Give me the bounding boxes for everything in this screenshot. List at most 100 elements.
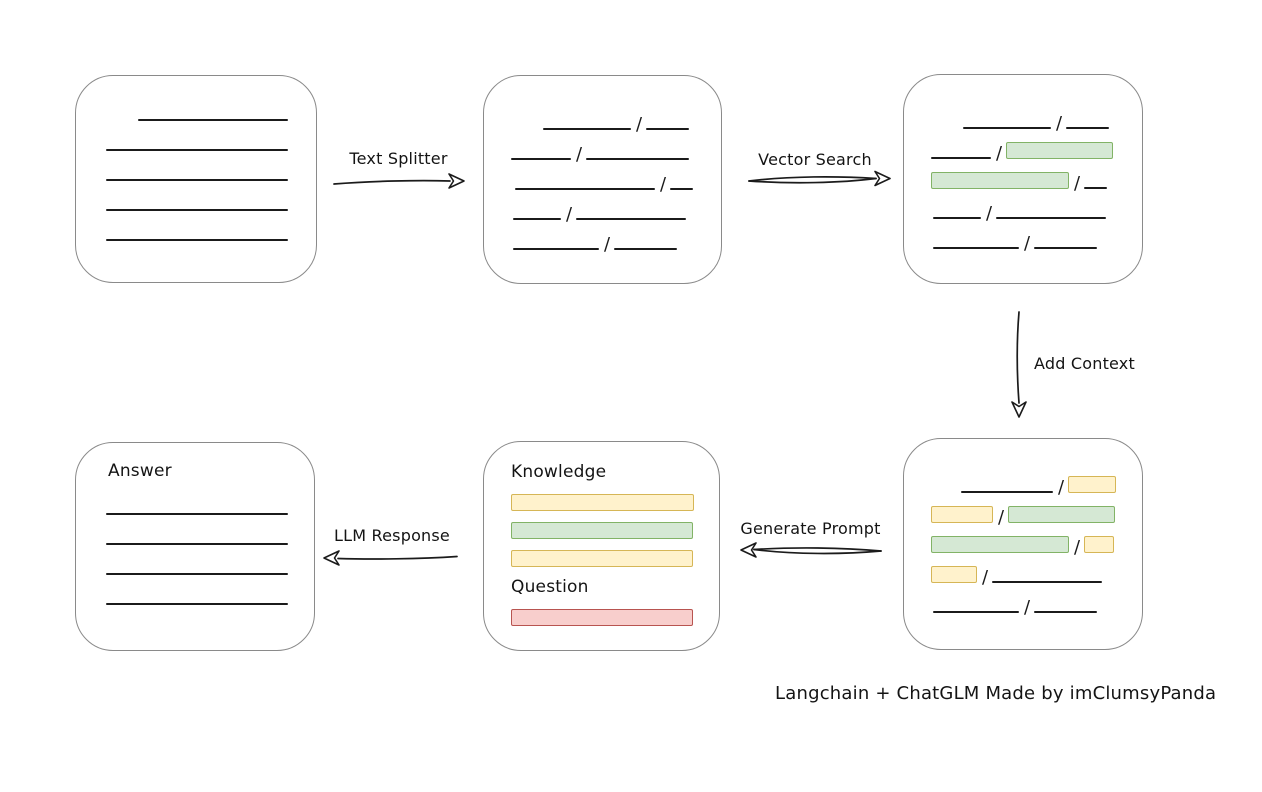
yellow-highlight-chunk — [1068, 476, 1117, 493]
yellow-bar — [511, 550, 693, 567]
add-context-label: Add Context — [1034, 354, 1135, 373]
chunk-row: / — [513, 231, 721, 254]
text-line — [961, 491, 1053, 493]
chunk-row — [106, 526, 314, 545]
text-line — [106, 209, 288, 211]
generate-prompt-label: Generate Prompt — [740, 519, 881, 538]
answer-lines — [76, 481, 314, 605]
chunk-row — [106, 496, 314, 515]
chunk-row — [106, 556, 314, 575]
text-line — [1066, 127, 1110, 129]
chunk-row: / — [513, 201, 721, 225]
slash-separator: / — [1058, 477, 1065, 498]
text-line — [106, 543, 288, 545]
knowledge-bars — [484, 494, 719, 567]
text-line — [614, 248, 678, 250]
split-chunk-lines: / / / / / — [484, 76, 721, 254]
slash-separator: / — [1074, 173, 1081, 194]
text-line — [1034, 611, 1098, 613]
generate-prompt-arrow — [740, 542, 882, 558]
question-bars — [484, 609, 719, 626]
chunk-row: / — [933, 200, 1142, 224]
text-line — [933, 217, 981, 219]
text-splitter-label: Text Splitter — [349, 149, 448, 168]
slash-separator: / — [986, 203, 993, 224]
green-highlight-chunk — [1006, 142, 1114, 159]
yellow-bar — [511, 494, 694, 511]
text-line — [586, 158, 690, 160]
text-line — [963, 127, 1051, 129]
green-bar — [511, 522, 693, 539]
matched-chunk-lines: / / / / / — [904, 75, 1142, 254]
document-lines — [76, 76, 316, 241]
yellow-highlight-chunk — [931, 506, 993, 523]
chunk-row — [106, 192, 316, 211]
vector-search-result-box: / / / / / — [903, 74, 1143, 284]
text-line — [138, 119, 288, 121]
vector-search-arrow — [748, 170, 891, 187]
chunk-row: / — [931, 504, 1142, 528]
chunk-row: / — [963, 110, 1142, 134]
chunk-row — [138, 102, 316, 121]
chunk-row: / — [933, 230, 1142, 254]
slash-separator: / — [576, 144, 583, 165]
prompt-box: Knowledge Question — [483, 441, 720, 651]
chunk-row: / — [931, 140, 1142, 164]
text-line — [106, 239, 288, 241]
context-box: / / / / / — [903, 438, 1143, 650]
document-box — [75, 75, 317, 283]
green-highlight-chunk — [1008, 506, 1116, 523]
text-line — [576, 218, 687, 220]
slash-separator: / — [998, 507, 1005, 528]
question-label: Question — [511, 577, 589, 597]
vector-search-label: Vector Search — [758, 150, 872, 169]
chunk-row: / — [515, 171, 721, 195]
slash-separator: / — [636, 114, 643, 135]
green-highlight-chunk — [931, 536, 1069, 553]
slash-separator: / — [566, 204, 573, 225]
chunk-row: / — [933, 594, 1142, 617]
answer-box: Answer — [75, 442, 315, 651]
answer-label: Answer — [108, 461, 172, 481]
text-line — [106, 149, 288, 151]
llm-response-arrow — [323, 550, 458, 566]
text-line — [106, 179, 288, 181]
yellow-highlight-chunk — [1084, 536, 1115, 553]
chunk-row: / — [931, 534, 1142, 557]
slash-separator: / — [982, 567, 989, 588]
slash-separator: / — [1056, 113, 1063, 134]
red-bar — [511, 609, 693, 626]
slash-separator: / — [996, 143, 1003, 164]
text-line — [931, 157, 991, 159]
chunk-row — [106, 222, 316, 241]
text-line — [515, 188, 655, 190]
text-line — [1084, 187, 1108, 189]
chunk-row: / — [961, 474, 1142, 498]
chunk-row: / — [543, 111, 721, 135]
text-line — [933, 611, 1019, 613]
chunk-row — [106, 586, 314, 605]
text-line — [106, 573, 288, 575]
credit-caption: Langchain + ChatGLM Made by imClumsyPand… — [775, 683, 1217, 704]
chunk-row — [106, 162, 316, 181]
knowledge-label: Knowledge — [511, 462, 607, 482]
text-line — [513, 248, 599, 250]
slash-separator: / — [660, 174, 667, 195]
text-splitter-arrow — [333, 173, 465, 189]
text-line — [106, 513, 288, 515]
llm-response-label: LLM Response — [334, 526, 450, 545]
chunk-row: / — [931, 170, 1142, 194]
add-context-arrow — [1011, 311, 1027, 418]
context-chunk-lines: / / / / / — [904, 439, 1142, 617]
split-text-box: / / / / / — [483, 75, 722, 284]
text-line — [646, 128, 690, 130]
text-line — [543, 128, 631, 130]
green-highlight-chunk — [931, 172, 1069, 189]
chunk-row: / — [511, 141, 721, 165]
text-line — [513, 218, 561, 220]
yellow-highlight-chunk — [931, 566, 977, 583]
slash-separator: / — [1024, 233, 1031, 254]
text-line — [996, 217, 1107, 219]
chunk-row — [106, 132, 316, 151]
